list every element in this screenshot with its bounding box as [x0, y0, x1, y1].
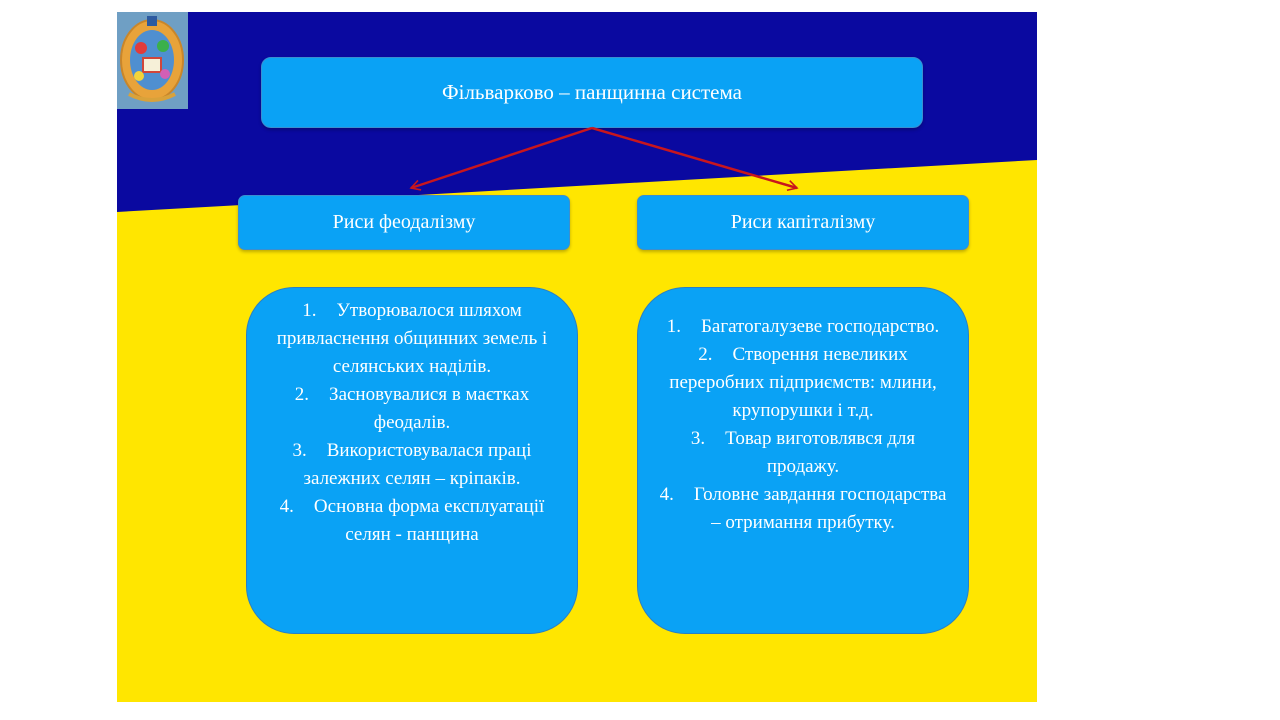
item-text: Основна форма експлуатації селян - панщи… [313, 496, 545, 545]
item-number: 2. [294, 384, 310, 405]
item-text: Створення невеликих переробних підприємс… [669, 344, 937, 421]
list-item: 1.Утворювалося шляхом привласнення общин… [262, 297, 562, 381]
capitalism-header: Риси капіталізму [637, 195, 969, 250]
list-item: 2.Створення невеликих переробних підприє… [653, 341, 953, 425]
item-number: 3. [292, 440, 307, 461]
feudalism-list: 1.Утворювалося шляхом привласнення общин… [262, 297, 562, 549]
list-item: 2. Засновувалися в маєтках феодалів. [262, 381, 562, 437]
capitalism-list: 1. Багатогалузеве господарство. 2.Створен… [653, 297, 953, 537]
capitalism-heading: Риси капіталізму [730, 211, 876, 233]
feudalism-heading: Риси феодалізму [332, 211, 476, 233]
slide: Фільварково – панщинна система Риси феод… [117, 12, 1037, 702]
list-item: 3.Використовувалася праці залежних селян… [262, 437, 562, 493]
list-item: 4. Основна форма експлуатації селян - пан… [262, 493, 562, 549]
item-number: 1. [302, 300, 317, 321]
item-number: 1. [666, 316, 681, 337]
arrow-left [409, 126, 593, 191]
item-text: Багатогалузеве господарство. [700, 316, 940, 337]
item-text: Утворювалося шляхом привласнення общинни… [276, 300, 548, 377]
title-box: Фільварково – панщинна система [261, 57, 923, 128]
item-text: Засновувалися в маєтках феодалів. [329, 384, 530, 433]
item-text: Використовувалася праці залежних селян –… [303, 440, 532, 489]
feudalism-header: Риси феодалізму [238, 195, 570, 250]
item-text: Товар виготовлявся для продажу. [725, 428, 916, 477]
branch-arrows [409, 126, 799, 192]
item-number: 3. [690, 428, 706, 449]
item-number: 4. [659, 484, 674, 505]
list-item: 1. Багатогалузеве господарство. [653, 313, 953, 341]
capitalism-features-box: 1. Багатогалузеве господарство. 2.Створен… [637, 287, 969, 634]
feudalism-features-box: 1.Утворювалося шляхом привласнення общин… [246, 287, 578, 634]
list-item: 4. Головне завдання господарства – отрима… [653, 481, 953, 537]
item-text: Головне завдання господарства – отриманн… [693, 484, 947, 533]
list-item: 3. Товар виготовлявся для продажу. [653, 425, 953, 481]
item-number: 4. [279, 496, 294, 517]
coat-of-arms-icon [117, 12, 188, 109]
title-text: Фільварково – панщинна система [442, 80, 742, 104]
item-number: 2. [698, 344, 713, 365]
arrow-right [591, 126, 799, 192]
